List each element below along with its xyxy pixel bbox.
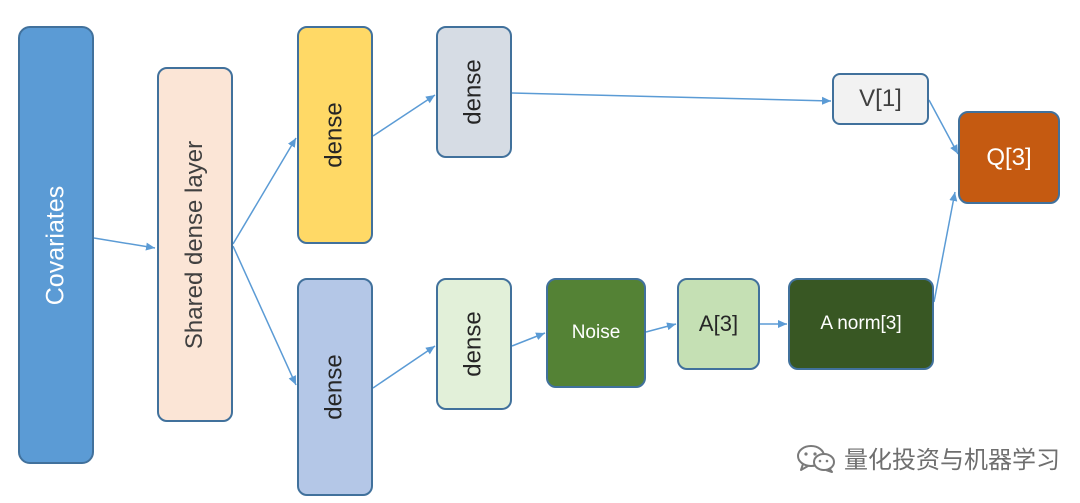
dense-top-2-label: dense bbox=[459, 59, 487, 125]
dense-top-1-node: dense bbox=[297, 26, 373, 244]
dense-bottom-2-label: dense bbox=[459, 311, 487, 377]
edge-covariates-to-shared bbox=[93, 237, 156, 251]
dense-top-2-node: dense bbox=[436, 26, 512, 158]
edge-a-norm-to-q bbox=[933, 191, 958, 303]
edge-shared-to-dense-bottom-1 bbox=[232, 245, 297, 386]
edge-dense-bottom-2-to-noise bbox=[511, 332, 546, 347]
a-node: A[3] bbox=[677, 278, 760, 370]
watermark: 量化投资与机器学习 bbox=[796, 440, 1060, 475]
edge-dense-top-2-to-v bbox=[511, 92, 832, 105]
edge-v-to-q bbox=[928, 99, 959, 155]
shared-dense-layer-node: Shared dense layer bbox=[157, 67, 233, 422]
wechat-icon bbox=[797, 444, 835, 473]
watermark-text: 量化投资与机器学习 bbox=[844, 446, 1060, 474]
dense-bottom-1-label: dense bbox=[320, 354, 348, 420]
covariates-node: Covariates bbox=[18, 26, 94, 464]
edge-noise-to-a bbox=[645, 322, 677, 333]
edge-shared-to-dense-top-1 bbox=[232, 137, 297, 245]
a-label: A[3] bbox=[698, 311, 739, 336]
noise-node: Noise bbox=[546, 278, 646, 388]
dense-bottom-1-node: dense bbox=[297, 278, 373, 496]
edge-dense-bottom-1-to-dense-bottom-2 bbox=[372, 345, 436, 389]
v-node: V[1] bbox=[832, 73, 929, 125]
q-node: Q[3] bbox=[958, 111, 1060, 204]
noise-label: Noise bbox=[571, 322, 621, 343]
dense-bottom-2-node: dense bbox=[436, 278, 512, 410]
shared-dense-layer-label: Shared dense layer bbox=[181, 140, 209, 349]
covariates-label: Covariates bbox=[41, 185, 70, 305]
dense-top-1-label: dense bbox=[320, 102, 348, 168]
a-norm-label: A norm[3] bbox=[820, 313, 902, 334]
edge-dense-top-1-to-dense-top-2 bbox=[372, 94, 436, 137]
q-label: Q[3] bbox=[986, 143, 1032, 171]
a-norm-node: A norm[3] bbox=[788, 278, 934, 370]
v-label: V[1] bbox=[859, 85, 902, 112]
